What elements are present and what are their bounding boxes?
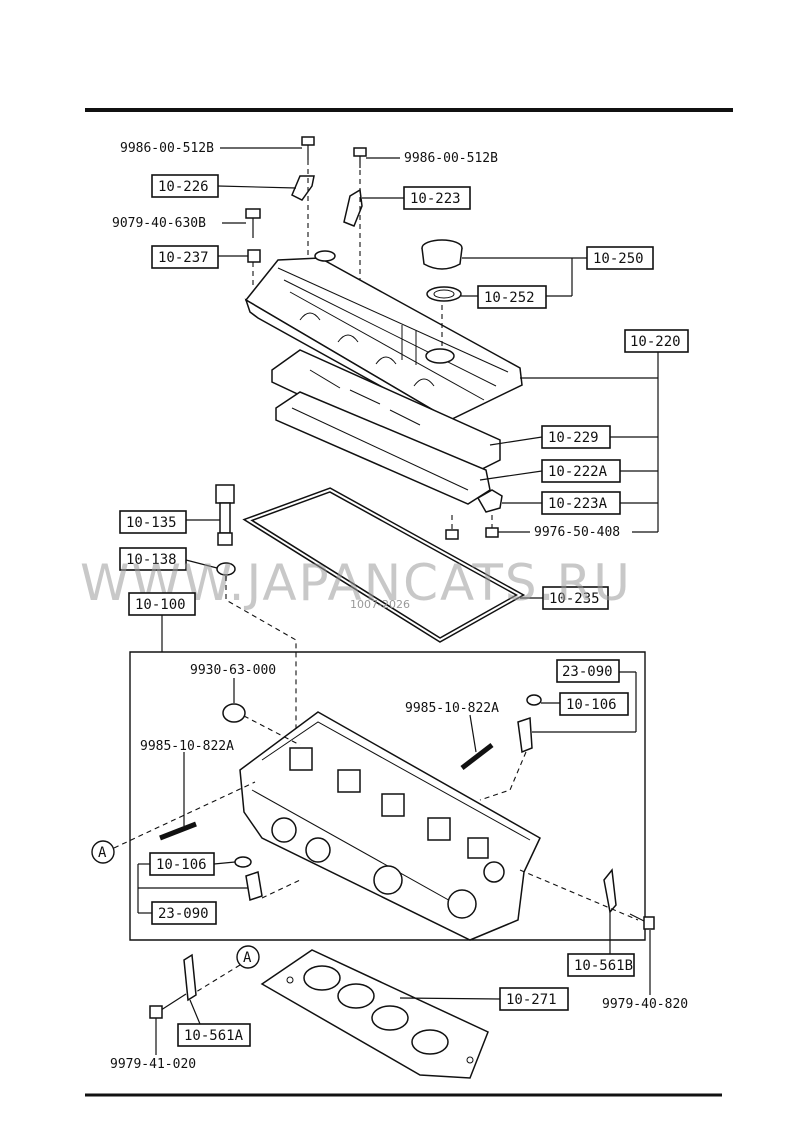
bracket-icon — [343, 188, 363, 227]
bolt-icon — [629, 913, 655, 930]
ref-label: 10-223A — [548, 496, 608, 512]
valve-seal-icon — [526, 694, 542, 706]
ref-box — [151, 245, 219, 269]
baffle-plate — [271, 349, 501, 476]
ref-label: 10-223 — [410, 191, 461, 207]
ref-label: 10-100 — [135, 597, 186, 613]
ref-label: 10-220 — [630, 334, 681, 350]
guide-line — [261, 879, 301, 899]
group-frame — [129, 651, 646, 941]
cover-gasket — [275, 391, 491, 505]
part-label: 9079-40-630B — [112, 216, 206, 231]
guide-line — [195, 964, 241, 993]
ref-label: 10-106 — [566, 697, 617, 713]
stud-icon — [159, 821, 197, 841]
bolt-icon — [353, 147, 367, 168]
ref-label: 10-106 — [156, 857, 207, 873]
ref-box — [477, 285, 547, 309]
leader-line — [479, 470, 543, 481]
ref-box — [119, 547, 187, 571]
ref-label: 10-138 — [126, 552, 177, 568]
guide-line — [225, 576, 297, 760]
ref-box — [624, 329, 689, 353]
cylinder-head — [239, 711, 541, 941]
ref-box — [177, 1023, 251, 1047]
leader-line — [213, 861, 236, 865]
watermark-code: 1007-2026 — [350, 598, 410, 611]
guide-line — [519, 869, 639, 921]
ref-box — [119, 510, 187, 534]
bracket-icon — [183, 953, 197, 1002]
part-label: 9979-41-020 — [110, 1057, 196, 1072]
ref-label: 10-229 — [548, 430, 599, 446]
ref-label: 23-090 — [562, 664, 613, 680]
leader-line — [469, 714, 477, 753]
leader-line — [217, 185, 297, 189]
ref-label: 10-250 — [593, 251, 644, 267]
callout-circle — [91, 840, 115, 864]
ref-label: 10-561B — [574, 958, 633, 974]
ref-label: 10-561A — [184, 1028, 244, 1044]
ref-label: 23-090 — [158, 906, 209, 922]
stud-icon — [460, 743, 494, 770]
valve-seal-icon — [234, 856, 252, 868]
bolt-icon — [301, 136, 315, 160]
part-label: 9979-40-820 — [602, 997, 688, 1012]
callout-letter: A — [98, 845, 107, 861]
leader-line — [399, 997, 501, 1000]
oil-cap-icon — [421, 239, 463, 270]
ref-label: 10-271 — [506, 992, 557, 1008]
leader-line — [189, 999, 201, 1025]
guide-line — [243, 715, 301, 746]
plug-icon — [222, 703, 246, 723]
part-label: 9986-00-512B — [404, 151, 498, 166]
grommet-icon — [247, 249, 261, 263]
callout-letter: A — [243, 950, 252, 966]
bolt-icon — [149, 993, 187, 1019]
bolt-icon — [245, 208, 261, 238]
ref-label: 10-222A — [548, 464, 608, 480]
spark-plug-tube-icon — [215, 484, 235, 546]
part-label: 9985-10-822A — [405, 701, 499, 716]
ref-box — [559, 692, 629, 716]
ref-label: 10-135 — [126, 515, 177, 531]
valve-guide-icon — [517, 716, 533, 754]
part-label: 9986-00-512B — [120, 141, 214, 156]
washer-icon — [216, 562, 236, 576]
bolt-icon — [445, 515, 459, 540]
ref-box — [567, 953, 635, 977]
guide-line — [479, 751, 527, 801]
plate-icon — [476, 489, 503, 513]
ref-label: 10-235 — [549, 591, 600, 607]
part-label: 9985-10-822A — [140, 739, 234, 754]
leader-line — [489, 436, 543, 446]
ref-label: 10-226 — [158, 179, 209, 195]
seal-ring-icon — [426, 286, 462, 302]
part-label: 9976-50-408 — [534, 525, 620, 540]
part-label: 9930-63-000 — [190, 663, 276, 678]
bracket-icon — [603, 868, 617, 914]
leader-line — [185, 559, 218, 569]
ref-box — [556, 659, 620, 683]
head-cover-gasket — [242, 487, 526, 643]
ref-label: 10-252 — [484, 290, 535, 306]
valve-guide-icon — [245, 871, 263, 901]
head-gasket — [260, 949, 489, 1079]
guide-line — [113, 781, 256, 849]
callout-circle — [236, 945, 260, 969]
bolt-icon — [485, 515, 499, 538]
ref-label: 10-237 — [158, 250, 209, 266]
